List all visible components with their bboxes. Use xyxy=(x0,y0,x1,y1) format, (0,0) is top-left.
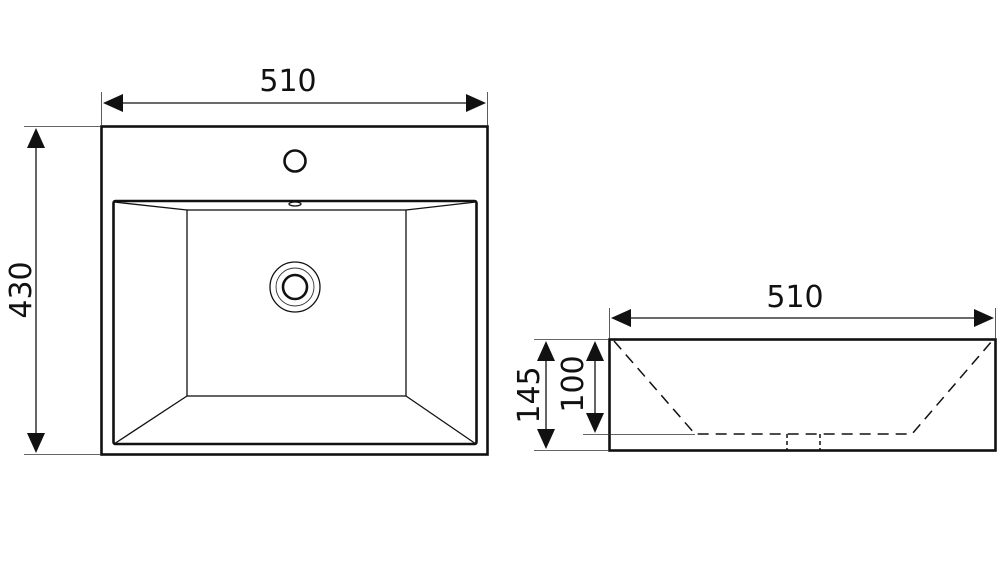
arrowhead xyxy=(611,309,631,327)
arrowhead xyxy=(466,94,486,112)
bowl-edge xyxy=(113,201,188,211)
top-view: 510 430 xyxy=(4,64,489,456)
arrowhead xyxy=(586,413,604,433)
bowl-rim xyxy=(112,199,478,446)
basin-outline-side xyxy=(608,338,997,452)
drain-inner xyxy=(281,273,309,301)
arrowhead xyxy=(537,341,555,361)
arrowhead xyxy=(586,341,604,361)
tap-hole xyxy=(283,149,307,173)
basin-outline-top xyxy=(100,125,489,456)
side-width-label: 510 xyxy=(766,280,823,315)
drain-outer xyxy=(269,261,321,313)
side-view: 510 145 100 xyxy=(512,280,997,452)
side-height-dimension: 145 xyxy=(512,339,609,451)
bowl-edge xyxy=(405,395,477,445)
top-depth-label: 430 xyxy=(4,261,39,318)
side-width-dimension: 510 xyxy=(609,280,996,339)
bowl-edge xyxy=(113,395,188,445)
overflow-slot xyxy=(288,201,302,207)
bowl-floor xyxy=(186,209,407,397)
arrowhead xyxy=(537,429,555,449)
top-depth-dimension: 430 xyxy=(4,126,101,455)
bowl-edge xyxy=(405,201,477,211)
side-bowl-depth-dimension: 100 xyxy=(556,341,695,435)
arrowhead xyxy=(27,128,45,148)
side-height-label: 145 xyxy=(512,366,547,423)
arrowhead xyxy=(974,309,994,327)
side-bowl-depth-label: 100 xyxy=(556,355,591,412)
top-width-dimension: 510 xyxy=(101,64,488,126)
top-width-label: 510 xyxy=(259,64,316,99)
drain-middle xyxy=(275,267,315,307)
bowl-hidden-profile xyxy=(613,340,993,435)
arrowhead xyxy=(27,433,45,453)
arrowhead xyxy=(103,94,123,112)
